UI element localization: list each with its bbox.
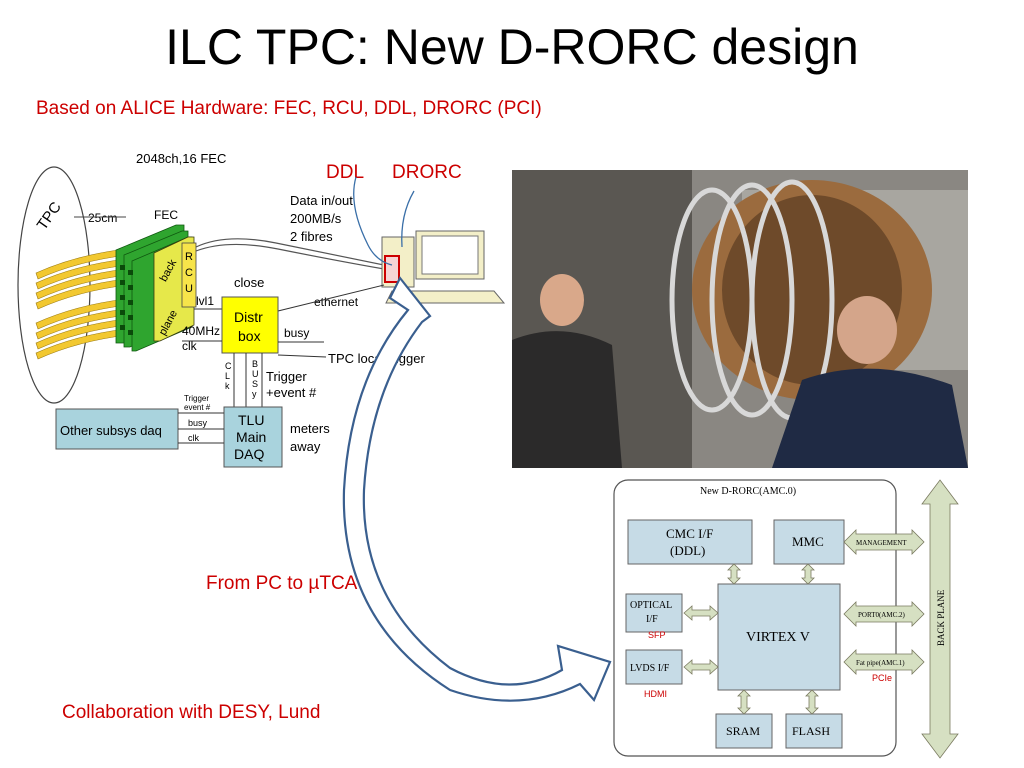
meters-away-1: meters: [290, 421, 330, 436]
clk-v-l: L: [225, 371, 230, 381]
busy-label: busy: [284, 326, 309, 340]
pcie-label: PCIe: [872, 673, 892, 683]
board-title: New D-RORC(AMC.0): [700, 486, 796, 497]
trigger-small-1: Trigger: [184, 394, 209, 403]
fec-label: FEC: [154, 208, 178, 222]
daq-schematic: TPC 2048ch,16 FEC 25cm FEC back plane R …: [17, 151, 506, 468]
backplane-arrow: [921, 479, 959, 759]
rcu-u: U: [185, 283, 193, 295]
clk-small: clk: [188, 433, 199, 443]
distr-label-2: box: [238, 328, 261, 344]
tlu-2: Main: [236, 429, 266, 445]
hdmi-label: HDMI: [644, 689, 667, 699]
data-inout-2: 200MB/s: [290, 211, 342, 226]
clk40-1: 40MHz: [182, 324, 220, 338]
bus-v-u: U: [252, 369, 259, 379]
rcu-box: [181, 242, 197, 308]
collaboration-label: Collaboration with DESY, Lund: [62, 702, 321, 723]
fatpipe-connector: [843, 649, 925, 675]
sram-label: SRAM: [726, 724, 760, 738]
bus-v-s: S: [252, 379, 258, 389]
busy-small: busy: [188, 418, 208, 428]
rcu-r: R: [185, 251, 193, 263]
meters-away-2: away: [290, 439, 321, 454]
virtex-block: [717, 583, 841, 691]
trigger-small-2: event #: [184, 403, 211, 412]
backplane-label: BACK PLANE: [936, 589, 946, 646]
cmc-label-1: CMC I/F: [666, 526, 713, 541]
optical-label-1: OPTICAL: [630, 600, 672, 611]
clk40-2: clk: [182, 339, 198, 353]
port0-label: PORT0(AMC.2): [858, 611, 906, 619]
clk-v-k: k: [225, 381, 230, 391]
pc-keyboard: [385, 290, 506, 304]
close-label: close: [234, 275, 264, 290]
drorc-label: DRORC: [392, 162, 462, 183]
cmc-block: [627, 519, 753, 565]
slide-subtitle: Based on ALICE Hardware: FEC, RCU, DDL, …: [36, 98, 542, 119]
cmc-label-2: (DDL): [670, 543, 705, 558]
drorc-board-diagram: New D-RORC(AMC.0) CMC I/F (DDL) MMC VIRT…: [613, 479, 959, 759]
trigger-event-1: Trigger: [266, 369, 307, 384]
mmc-block: [773, 519, 845, 565]
management-label: MANAGEMENT: [856, 539, 907, 547]
channels-label: 2048ch,16 FEC: [136, 151, 226, 166]
port0-connector: [843, 601, 925, 627]
bus-v-b: B: [252, 359, 258, 369]
bus-v-y: y: [252, 389, 257, 399]
lvds-label: LVDS I/F: [630, 663, 670, 674]
tlu-1: TLU: [238, 412, 264, 428]
tpc-lab-photo: [512, 170, 968, 468]
flash-block: [785, 713, 843, 749]
slide-title: ILC TPC: New D-RORC design: [165, 19, 859, 75]
lvds-block: [625, 649, 683, 685]
clk-v-c: C: [225, 361, 232, 371]
management-connector: [843, 529, 925, 555]
ddl-label: DDL: [326, 162, 365, 183]
flash-label: FLASH: [792, 724, 830, 738]
fatpipe-label: Fat pipe(AMC.1): [856, 659, 905, 667]
other-subsys-label: Other subsys daq: [60, 423, 162, 438]
tlu-3: DAQ: [234, 446, 264, 462]
data-inout-3: 2 fibres: [290, 229, 333, 244]
optical-label-2: I/F: [646, 614, 658, 625]
sfp-label: SFP: [648, 630, 666, 640]
tlu-box: [223, 406, 283, 468]
trigger-event-2: +event #: [266, 385, 317, 400]
distr-box: [221, 296, 279, 354]
rcu-c: C: [185, 267, 193, 279]
lvl1-label: lvl1: [196, 294, 214, 308]
pc-to-utca-label: From PC to µTCA: [206, 573, 358, 594]
optical-block: [625, 593, 683, 633]
sram-block: [715, 713, 773, 749]
virtex-label: VIRTEX V: [746, 630, 810, 645]
tpc-local-trigger-label: TPC local trigger: [328, 351, 425, 366]
data-inout-1: Data in/out: [290, 193, 353, 208]
drorc-card: [384, 255, 400, 283]
distr-label-1: Distr: [234, 309, 263, 325]
mmc-label: MMC: [792, 534, 824, 549]
dist-label: 25cm: [88, 211, 117, 225]
